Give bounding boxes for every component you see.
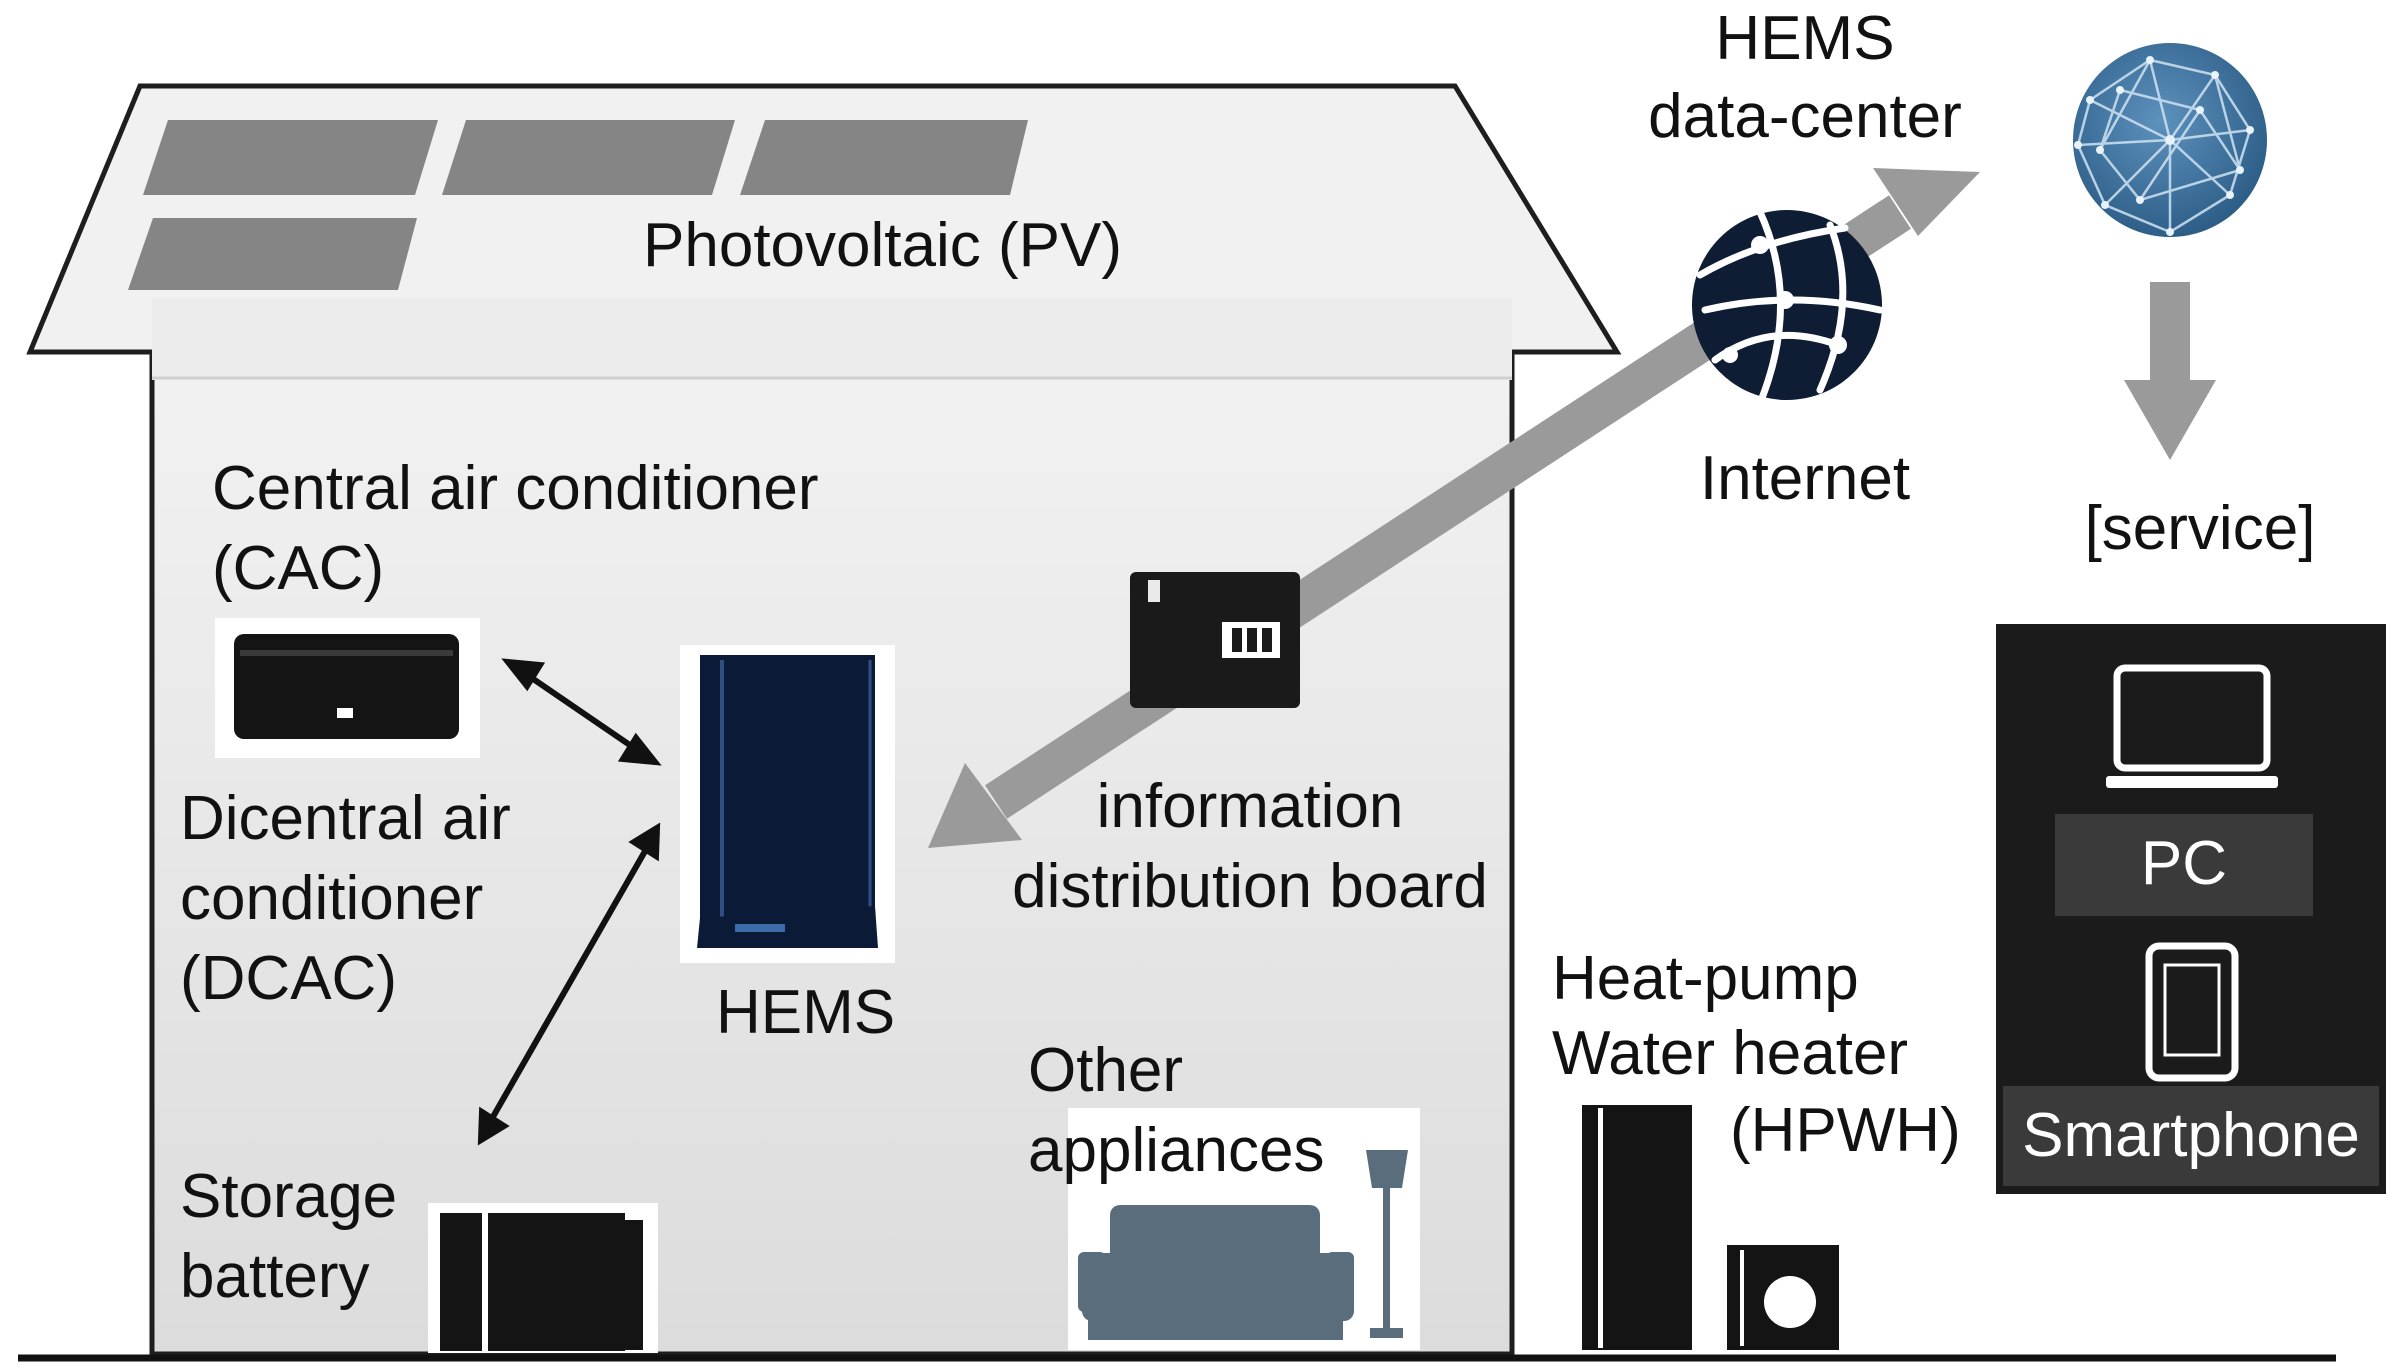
hpwh-label-line1: Heat-pump	[1552, 944, 1859, 1013]
link-arrow-hems-battery	[477, 822, 661, 1146]
storage-battery-icon	[428, 1203, 658, 1353]
central-air-conditioner-icon	[215, 618, 480, 758]
heat-pump-water-heater-icon	[1573, 1100, 1843, 1350]
distribution-board-icon	[1130, 572, 1300, 708]
cac-label-line2: (CAC)	[212, 534, 385, 603]
other-appliances-label-line2: appliances	[1028, 1116, 1325, 1185]
pv-panel	[143, 120, 438, 195]
dcac-label-line2: conditioner	[180, 864, 484, 933]
smartphone-icon	[2145, 942, 2239, 1082]
data-arrow-head-to-hems	[928, 763, 1022, 848]
hpwh-label-line3: (HPWH)	[1730, 1096, 1961, 1165]
hems-label: HEMS	[716, 978, 896, 1047]
storage-label-line1: Storage	[180, 1162, 398, 1231]
service-arrow-shaft	[2150, 282, 2190, 382]
sofa-lamp-icon	[1068, 1108, 1420, 1350]
info-board-label-line1: information	[1096, 772, 1404, 841]
hems-data-center-label-line1: HEMS	[1715, 4, 1895, 73]
storage-label-line2: battery	[180, 1242, 370, 1311]
data-arrow-head-to-datacenter	[1873, 168, 1980, 236]
link-arrow-cac-hems	[501, 658, 662, 766]
hems-unit-icon	[680, 645, 895, 963]
other-appliances-label-line1: Other	[1028, 1036, 1184, 1105]
device-panel	[1996, 624, 2386, 1194]
dcac-label-line1: Dicentral air	[180, 784, 511, 853]
hpwh-label-line2: Water heater	[1552, 1019, 1909, 1088]
smartphone-label-bg	[2003, 1086, 2379, 1186]
internet-globe-icon	[1692, 208, 1884, 402]
service-arrow-head	[2124, 380, 2216, 460]
pv-panel	[128, 218, 417, 290]
pc-label: PC	[2140, 829, 2228, 898]
pc-label-bg	[2055, 814, 2313, 916]
pv-panel	[740, 120, 1028, 195]
pv-label: Photovoltaic (PV)	[643, 211, 1122, 280]
laptop-icon	[2106, 664, 2278, 788]
data-center-globe-icon	[2073, 43, 2267, 237]
internet-label: Internet	[1699, 444, 1911, 513]
smartphone-label: Smartphone	[2022, 1101, 2360, 1170]
dcac-label-line3: (DCAC)	[180, 944, 397, 1013]
pv-panel	[442, 120, 735, 195]
hems-data-center-label-line2: data-center	[1648, 82, 1962, 151]
house-eave	[152, 298, 1512, 380]
cac-label-line1: Central air conditioner	[212, 454, 819, 523]
info-board-label-line2: distribution board	[1012, 852, 1488, 921]
service-label: [service]	[2084, 494, 2316, 563]
